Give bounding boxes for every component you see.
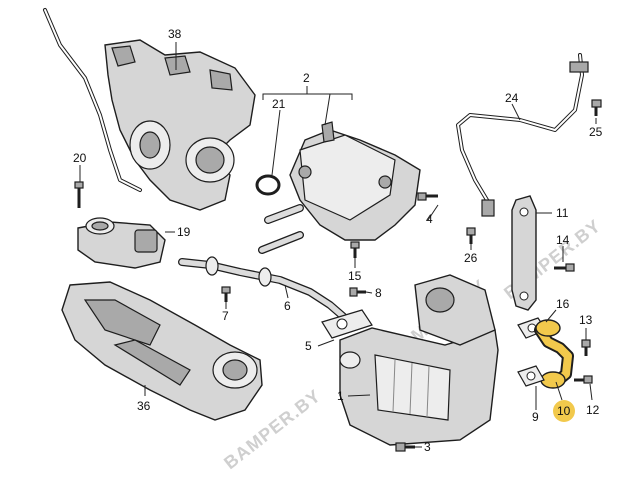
part-25-bolt[interactable] [591,99,602,116]
part-19-throttle-body[interactable] [77,217,166,269]
callout-11: 11 [556,206,569,220]
part-36-intake-manifold[interactable] [61,281,263,421]
callout-4: 4 [426,212,433,226]
part-26-bolt[interactable] [466,227,476,244]
callout-14: 14 [556,233,570,247]
part-21-o-ring[interactable] [255,174,281,196]
callout-8: 8 [375,286,382,300]
callout-15: 15 [348,269,362,283]
part-24-pipe[interactable] [456,53,589,217]
part-4-bolt[interactable] [417,192,438,201]
part-12-bolt[interactable] [574,375,593,384]
part-3-bolt[interactable] [395,442,415,452]
callout-20: 20 [73,151,87,165]
part-38-turbocharger[interactable] [104,39,256,211]
part-15-bolt[interactable] [350,241,360,258]
callout-24: 24 [505,91,519,105]
part-5-gasket[interactable] [321,309,373,339]
callout-13: 13 [579,313,593,327]
part-hose-top-left[interactable] [43,8,142,192]
part-9-gasket[interactable] [517,365,545,387]
callout-16: 16 [556,297,570,311]
callout-3: 3 [424,440,431,454]
part-6-pipe[interactable] [178,256,349,322]
part-20-bolt[interactable] [74,181,84,208]
callout-7: 7 [222,309,229,323]
callout-38: 38 [168,27,182,41]
part-2-egr-housing[interactable] [258,121,421,254]
callout-5: 5 [305,339,312,353]
callout-10-marker [553,400,575,422]
callout-2: 2 [303,71,310,85]
part-11-bracket[interactable] [511,195,537,311]
part-7-bolt[interactable] [221,286,231,302]
callout-36: 36 [137,399,151,413]
part-13-bolt[interactable] [581,339,591,356]
callout-6: 6 [284,299,291,313]
part-14-bolt[interactable] [554,263,575,272]
callout-19: 19 [177,225,191,239]
callout-21: 21 [272,97,286,111]
callout-12: 12 [586,403,600,417]
callout-10: 10 [557,404,571,418]
callout-labels: 38 2 21 20 19 24 25 4 15 11 26 14 8 7 6 … [73,27,603,454]
part-8-bolt[interactable] [349,287,366,297]
leader-lines [79,42,597,448]
part-1-egr-cooler[interactable] [339,274,499,446]
callout-1: 1 [337,389,344,403]
callout-25: 25 [589,125,603,139]
callout-9: 9 [532,410,539,424]
callout-26: 26 [464,251,478,265]
